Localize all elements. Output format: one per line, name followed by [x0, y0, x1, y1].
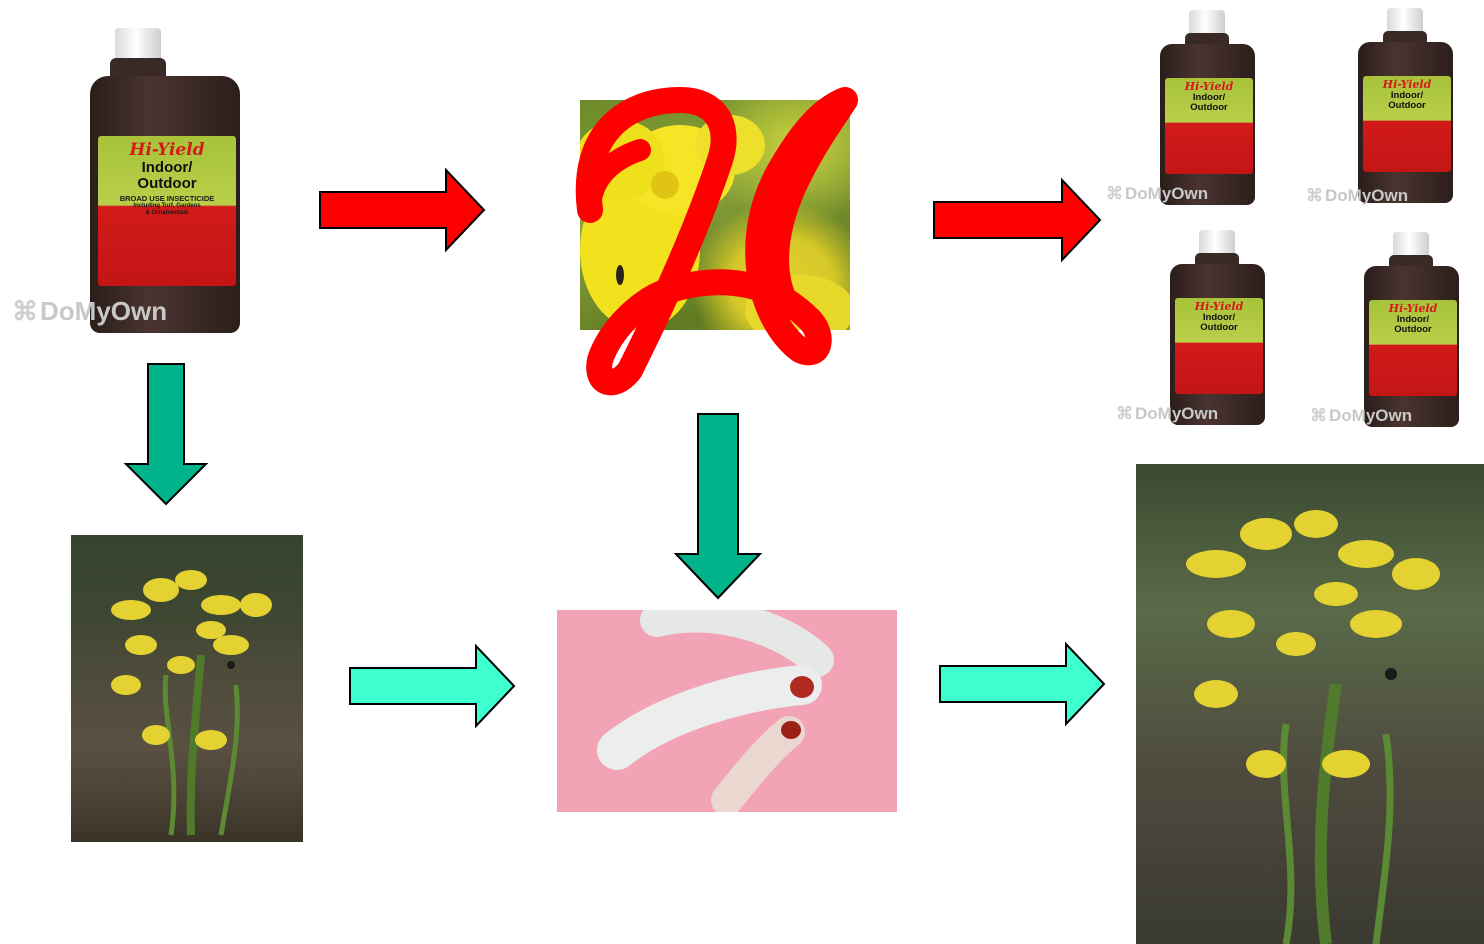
insecticide-bottle-small-2: Hi-Yield Indoor/ Outdoor	[1358, 8, 1453, 203]
insecticide-bottle-small-3: Hi-Yield Indoor/ Outdoor	[1170, 230, 1265, 425]
insecticide-bottle-small-1: Hi-Yield Indoor/ Outdoor	[1160, 10, 1255, 205]
watermark: ⌘DoMyOwn	[1116, 404, 1218, 424]
bottle-brand: Hi-Yield	[98, 140, 236, 160]
bottle-subtitle1: Including Turf, Gardens	[98, 203, 236, 209]
bottle-title-line2: Outdoor	[1165, 103, 1253, 113]
green-arrow-down-1	[124, 362, 208, 506]
bottle-title-line2: Outdoor	[1363, 101, 1451, 111]
mustard-plant-photo-small	[71, 535, 303, 842]
watermark: ⌘DoMyOwn	[12, 296, 167, 327]
red-arrow-right-2	[932, 178, 1104, 262]
bottle-title-line2: Outdoor	[1369, 325, 1457, 335]
bottle-subtitle2: & Ornamentals	[98, 210, 236, 216]
watermark: ⌘DoMyOwn	[1306, 186, 1408, 206]
cyan-arrow-right-2	[938, 642, 1108, 726]
cross-mark-icon	[570, 40, 870, 400]
domyown-logo-icon: ⌘	[1116, 404, 1133, 424]
green-arrow-down-2	[674, 412, 762, 600]
bottle-title-line1: Indoor/	[98, 160, 236, 176]
domyown-logo-icon: ⌘	[1106, 184, 1123, 204]
bottle-product: BROAD USE INSECTICIDE	[98, 194, 236, 203]
bottle-title-line2: Outdoor	[1175, 323, 1263, 333]
watermark: ⌘DoMyOwn	[1310, 406, 1412, 426]
domyown-logo-icon: ⌘	[1310, 406, 1327, 426]
bottle-title-line2: Outdoor	[98, 176, 236, 192]
insecticide-bottle-small-4: Hi-Yield Indoor/ Outdoor	[1364, 232, 1459, 427]
red-arrow-right-1	[318, 168, 488, 252]
domyown-logo-icon: ⌘	[12, 296, 38, 327]
watermark: ⌘DoMyOwn	[1106, 184, 1208, 204]
insecticide-bottle-large: Hi-Yield Indoor/ Outdoor BROAD USE INSEC…	[90, 28, 240, 333]
mustard-plant-photo-large	[1136, 464, 1484, 944]
domyown-logo-icon: ⌘	[1306, 186, 1323, 206]
cyan-arrow-right-1	[348, 644, 518, 728]
larvae-photo	[557, 610, 897, 812]
